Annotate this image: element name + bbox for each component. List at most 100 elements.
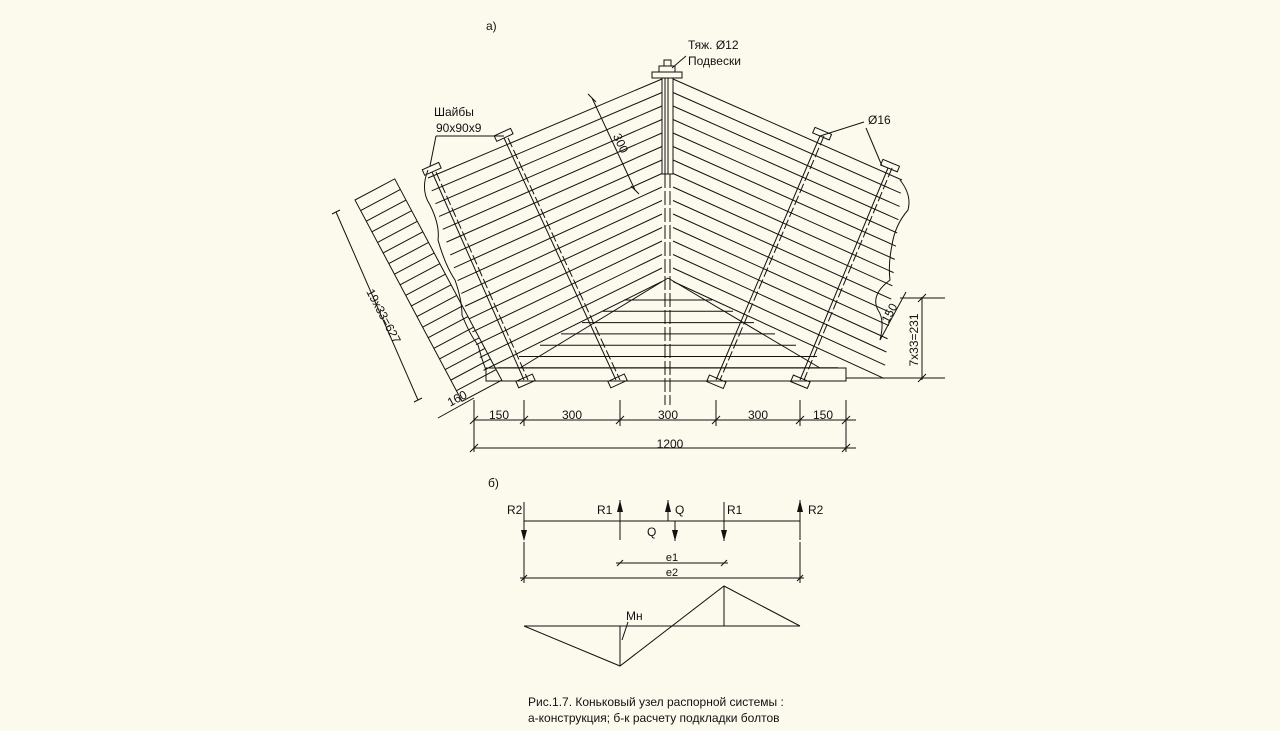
- washer-bottom: [607, 373, 628, 389]
- stack-dim-line: [335, 211, 419, 401]
- washer-bottom: [790, 374, 811, 390]
- dim-300-diagonal: 300: [610, 131, 631, 155]
- right-board-line: [672, 105, 900, 207]
- bottom-dim-value: 150: [489, 408, 509, 422]
- board-stack-section: [331, 178, 503, 419]
- bolt-shaft: [503, 137, 617, 381]
- stack-board-line: [422, 305, 463, 328]
- stack-board-line: [439, 337, 480, 360]
- right-board-line: [672, 78, 903, 181]
- bolt: [421, 161, 536, 389]
- left-board-line: [449, 159, 663, 256]
- dim-tick: [841, 443, 851, 453]
- caption-line-2: а-конструкция; б-к расчету подкладки бол…: [528, 711, 780, 725]
- bottom-dim-value: 150: [813, 408, 833, 422]
- bolt-thread: [435, 171, 529, 381]
- left-board-line: [442, 132, 663, 230]
- dim-tick: [795, 415, 805, 425]
- stack-board-line: [360, 189, 401, 212]
- right-break-line: [875, 179, 910, 341]
- dim-tick: [711, 415, 721, 425]
- stack-board-line: [450, 358, 491, 381]
- right-board-line: [672, 186, 893, 287]
- left-board-line: [453, 173, 663, 269]
- stack-board-line: [371, 210, 412, 233]
- mn-label: Mн: [626, 609, 643, 623]
- washer-top: [493, 127, 514, 143]
- beam-scheme: [521, 500, 803, 541]
- total-dim: 1200: [657, 437, 684, 451]
- washer-top: [879, 158, 901, 173]
- left-board-line: [427, 78, 663, 179]
- stack-board-line: [416, 294, 457, 317]
- bottom-dim-value: 300: [562, 408, 582, 422]
- right-board-line: [672, 267, 886, 366]
- bolt-thread: [803, 167, 893, 381]
- part-a-label: а): [486, 19, 497, 33]
- bolts: [421, 126, 901, 390]
- left-board-line: [457, 186, 663, 282]
- stack-board-line: [433, 326, 474, 349]
- caption-line-1: Рис.1.7. Коньковый узел распорной систем…: [528, 695, 784, 709]
- moment-diagram: [523, 585, 801, 667]
- right-board-line: [672, 254, 887, 353]
- r2-left: R2: [507, 503, 523, 517]
- bolt-thread: [507, 137, 621, 381]
- dim-tick: [615, 415, 625, 425]
- right-board-line: [672, 240, 888, 340]
- washer-bottom: [706, 374, 727, 390]
- stack-frame: [354, 178, 503, 402]
- washer-top: [421, 161, 442, 176]
- e1-label: e1: [666, 552, 678, 564]
- stack-board-line: [377, 220, 418, 243]
- stack-board-line: [366, 199, 407, 222]
- bolt-shaft: [715, 135, 821, 381]
- right-board-line: [672, 227, 890, 326]
- right-board-line: [672, 213, 891, 313]
- q-down: Q: [647, 525, 656, 539]
- bottom-dim-value: 300: [748, 408, 768, 422]
- dim-7x33: 7x33=231: [907, 313, 921, 366]
- dim-tick: [469, 443, 479, 453]
- stack-outline: [354, 178, 503, 402]
- left-board-line: [483, 281, 663, 371]
- left-break-line: [424, 169, 487, 371]
- left-board-line: [438, 119, 663, 217]
- left-board-line: [475, 254, 663, 346]
- dim-160: 160: [445, 387, 470, 409]
- part-b-label: б): [488, 476, 499, 490]
- left-board-line: [464, 213, 663, 307]
- bolt: [706, 126, 833, 390]
- dim-tick: [519, 415, 529, 425]
- bolt: [493, 127, 628, 389]
- right-board-line: [672, 159, 896, 260]
- stack-board-line: [388, 242, 429, 265]
- bolt-thread: [719, 135, 825, 381]
- right-board-line: [672, 92, 902, 194]
- washer-size-label: 90x90x9: [436, 121, 482, 135]
- left-board-line: [435, 105, 663, 205]
- tie-rod-label: Тяж. Ø12: [688, 38, 739, 52]
- stack-dim-tick: [413, 397, 423, 403]
- left-board-line: [468, 227, 663, 320]
- stack-board-line: [428, 316, 469, 339]
- left-board-line: [479, 267, 663, 358]
- stack-board-line: [394, 252, 435, 275]
- left-roof-boards: [427, 78, 663, 371]
- bolt-dia-label: Ø16: [868, 113, 891, 127]
- stack-board-line: [444, 347, 486, 370]
- e-dimensions: [520, 542, 804, 583]
- stack-board-line: [456, 369, 497, 392]
- e2-label: e2: [666, 567, 678, 579]
- dim-19x33: 19x33=627: [363, 286, 404, 346]
- left-board-line: [461, 200, 663, 294]
- right-board-line: [672, 146, 897, 247]
- left-board-line: [446, 146, 663, 243]
- r1-left: R1: [597, 503, 613, 517]
- r1-right: R1: [727, 503, 743, 517]
- bolt-shaft: [431, 171, 525, 381]
- q-up: Q: [675, 503, 684, 517]
- left-board-line: [472, 240, 663, 333]
- stack-board-line: [382, 231, 424, 254]
